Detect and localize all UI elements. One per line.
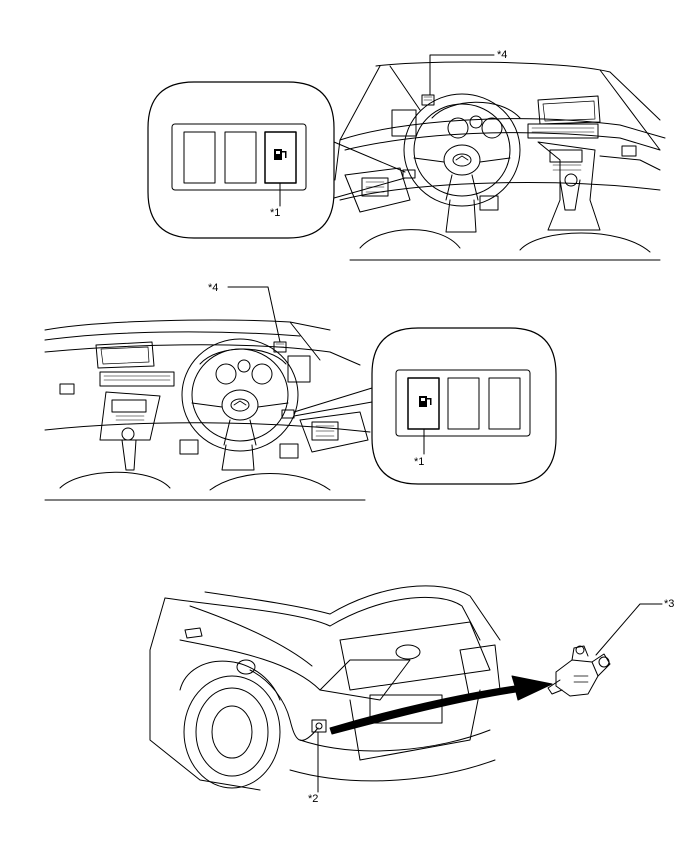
direction-arrow [329, 675, 553, 735]
switch-detail-callout-mid [293, 327, 557, 485]
leader-c4-mid [227, 286, 281, 343]
callout-label-4-mid: *4 [208, 282, 219, 294]
callout-label-3: *3 [664, 598, 675, 610]
leader-c4-top [429, 54, 495, 96]
vehicle-rear-view [149, 585, 501, 791]
fuel-lid-opener-icon [419, 396, 432, 407]
switch-detail-callout-top [147, 81, 406, 239]
dashboard-rhd-view [44, 319, 371, 501]
callout-label-4-top: *4 [497, 49, 508, 61]
callout-label-2: *2 [308, 793, 319, 805]
fuel-lid-lock-actuator [547, 645, 611, 697]
callout-label-1-mid: *1 [414, 456, 425, 468]
leader-c3 [595, 603, 663, 656]
callout-label-1-top: *1 [270, 207, 281, 219]
dashboard-lhd-view [334, 61, 666, 261]
fuel-lid-opener-icon [274, 149, 287, 160]
